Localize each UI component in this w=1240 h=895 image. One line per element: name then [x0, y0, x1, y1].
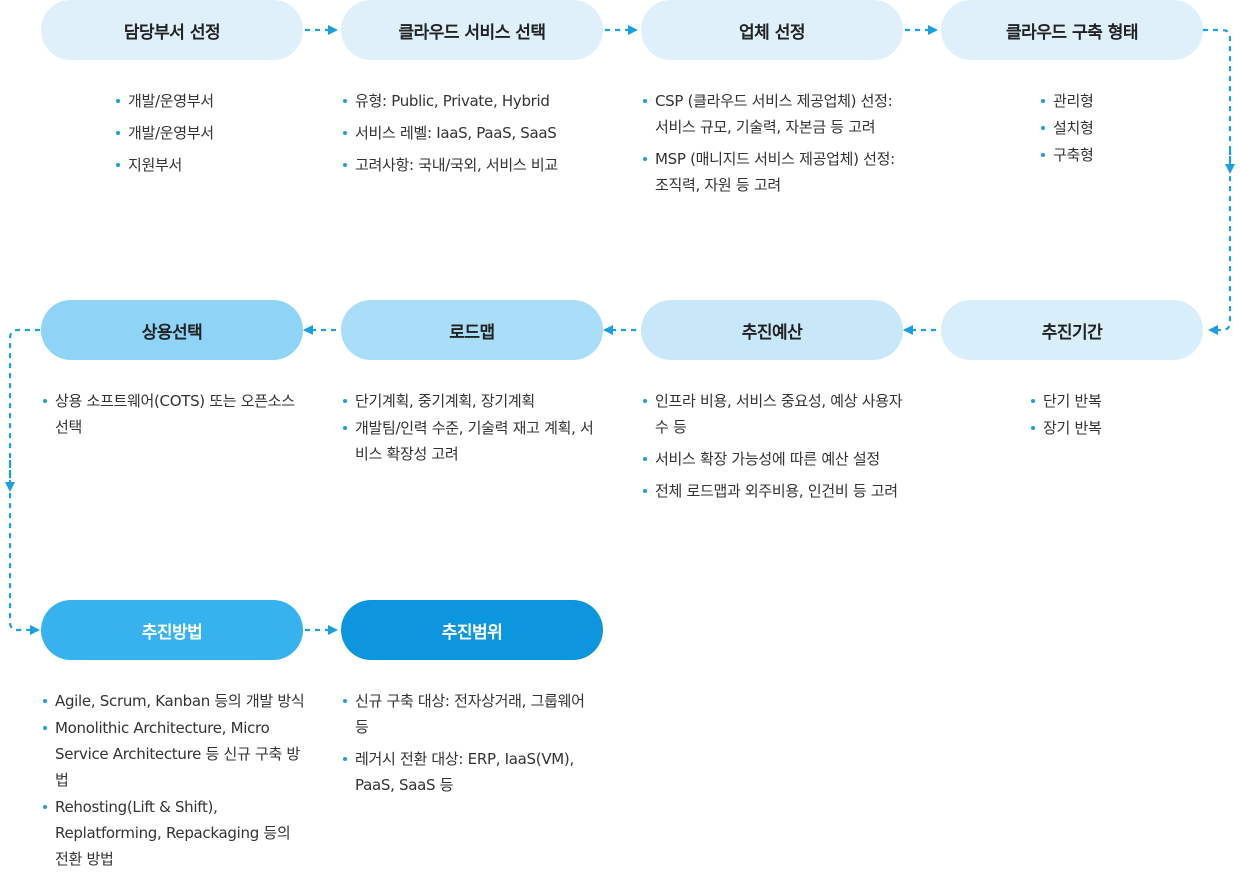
step-title: 상용선택: [141, 322, 203, 343]
step-pill-roadmap: 로드맵: [341, 300, 603, 360]
step-pill-build-type: 클라우드 구축 형태: [941, 0, 1203, 60]
list-item: 서비스 레벨: IaaS, PaaS, SaaS: [343, 120, 605, 146]
list-item: 개발팀/인력 수준, 기술력 재고 계획, 서비스 확장성 고려: [343, 415, 605, 467]
list-item: 단기 반복: [1031, 388, 1161, 414]
step-pill-cloud-service: 클라우드 서비스 선택: [341, 0, 603, 60]
list-item: 고려사항: 국내/국외, 서비스 비교: [343, 152, 605, 178]
step-items-period: 단기 반복 장기 반복: [1031, 388, 1161, 442]
list-item: 구축형: [1041, 142, 1161, 168]
step-items-scope: 신규 구축 대상: 전자상거래, 그룹웨어 등 레거시 전환 대상: ERP, …: [343, 688, 598, 799]
arrow-4-5-wrap: [1203, 28, 1232, 335]
step-items-department: 개발/운영부서 개발/운영부서 지원부서: [116, 88, 296, 184]
step-title: 추진기간: [1041, 322, 1103, 343]
list-item: 지원부서: [116, 152, 296, 178]
list-item: CSP (클라우드 서비스 제공업체) 선정: 서비스 규모, 기술력, 자본금…: [643, 88, 898, 140]
list-item: 신규 구축 대상: 전자상거래, 그룹웨어 등: [343, 688, 598, 740]
list-item: 인프라 비용, 서비스 중요성, 예상 사용자 수 등: [643, 388, 903, 440]
step-title: 로드맵: [449, 322, 495, 343]
step-title: 클라우드 구축 형태: [1006, 22, 1138, 43]
list-item: 개발/운영부서: [116, 120, 296, 146]
step-items-budget: 인프라 비용, 서비스 중요성, 예상 사용자 수 등 서비스 확장 가능성에 …: [643, 388, 903, 505]
list-item: 유형: Public, Private, Hybrid: [343, 88, 605, 114]
list-item: Monolithic Architecture, Micro Service A…: [43, 715, 308, 793]
list-item: 개발/운영부서: [116, 88, 296, 114]
step-title: 추진예산: [741, 322, 803, 343]
step-pill-vendor: 업체 선정: [641, 0, 903, 60]
list-item: 서비스 확장 가능성에 따른 예산 설정: [643, 446, 903, 472]
step-items-cloud-service: 유형: Public, Private, Hybrid 서비스 레벨: IaaS…: [343, 88, 605, 184]
list-item: MSP (매니지드 서비스 제공업체) 선정: 조직력, 자원 등 고려: [643, 146, 898, 198]
step-items-method: Agile, Scrum, Kanban 등의 개발 방식 Monolithic…: [43, 688, 308, 873]
list-item: 전체 로드맵과 외주비용, 인건비 등 고려: [643, 478, 903, 504]
step-title: 추진방법: [141, 622, 203, 643]
arrow-8-9-wrap: [8, 328, 40, 635]
step-pill-method: 추진방법: [41, 600, 303, 660]
list-item: 설치형: [1041, 115, 1161, 141]
step-items-roadmap: 단기계획, 중기계획, 장기계획 개발팀/인력 수준, 기술력 재고 계획, 서…: [343, 388, 605, 468]
list-item: Agile, Scrum, Kanban 등의 개발 방식: [43, 688, 308, 714]
step-title: 담당부서 선정: [123, 22, 221, 43]
step-pill-scope: 추진범위: [341, 600, 603, 660]
list-item: 단기계획, 중기계획, 장기계획: [343, 388, 605, 414]
step-pill-budget: 추진예산: [641, 300, 903, 360]
step-items-build-type: 관리형 설치형 구축형: [1041, 88, 1161, 169]
step-title: 추진범위: [441, 622, 503, 643]
step-pill-department: 담당부서 선정: [41, 0, 303, 60]
step-pill-period: 추진기간: [941, 300, 1203, 360]
list-item: 관리형: [1041, 88, 1161, 114]
list-item: 레거시 전환 대상: ERP, IaaS(VM), PaaS, SaaS 등: [343, 746, 598, 798]
list-item: Rehosting(Lift & Shift), Replatforming, …: [43, 794, 308, 872]
list-item: 상용 소프트웨어(COTS) 또는 오픈소스 선택: [43, 388, 305, 440]
step-title: 클라우드 서비스 선택: [398, 22, 546, 43]
step-title: 업체 선정: [739, 22, 805, 43]
step-items-commercial: 상용 소프트웨어(COTS) 또는 오픈소스 선택: [43, 388, 305, 446]
step-pill-commercial: 상용선택: [41, 300, 303, 360]
step-items-vendor: CSP (클라우드 서비스 제공업체) 선정: 서비스 규모, 기술력, 자본금…: [643, 88, 898, 199]
list-item: 장기 반복: [1031, 415, 1161, 441]
